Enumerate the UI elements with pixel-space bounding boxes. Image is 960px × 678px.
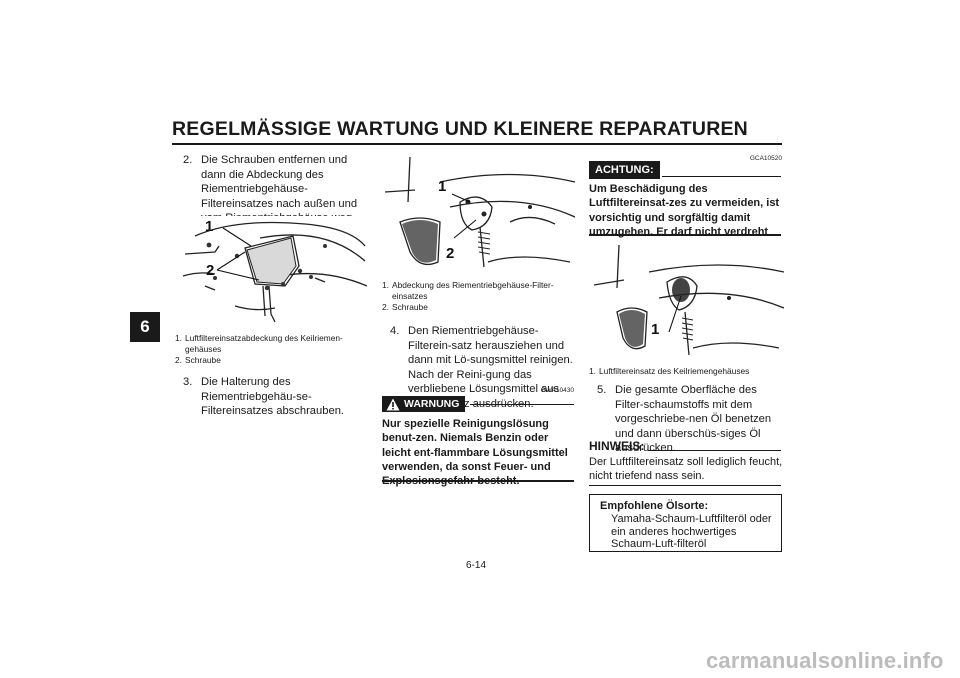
note-rule	[648, 450, 781, 451]
caption-text: Schraube	[392, 302, 428, 312]
warning-rule	[470, 404, 574, 405]
warning-text: Nur spezielle Reinigungslösung benut-zen…	[382, 418, 568, 487]
photo-label-2: 2	[206, 262, 215, 279]
caution-end-rule	[589, 234, 781, 236]
caption-item: 1. Luftfiltereinsatz des Keilriemengehäu…	[589, 366, 783, 377]
caption-text: Luftfiltereinsatzabdeckung des Keilrieme…	[185, 333, 343, 354]
note-text: Der Luftfiltereinsatz soll lediglich feu…	[589, 456, 783, 482]
caption-photo-1: 1. Luftfiltereinsatzabdeckung des Keilri…	[175, 333, 365, 366]
photo-label-1: 1	[651, 321, 660, 338]
illustration-filter-element	[593, 244, 784, 356]
step-4: 4. Den Riementriebgehäuse-Filterein-satz…	[390, 324, 576, 411]
note-end-rule	[589, 485, 781, 486]
photo-label-2: 2	[446, 245, 455, 262]
caption-text: Schraube	[185, 355, 221, 365]
caption-item: 2. Schraube	[175, 355, 365, 366]
step-3: 3. Die Halterung des Riementriebgehäu-se…	[183, 375, 368, 419]
step-number: 4.	[390, 325, 400, 337]
photo-label-1: 1	[205, 218, 214, 235]
step-5: 5. Die gesamte Oberfläche des Filter-sch…	[597, 383, 784, 456]
step-text: Die gesamte Oberfläche des Filter-schaum…	[615, 384, 772, 454]
caption-number: 1.	[175, 333, 182, 343]
step-number: 3.	[183, 376, 193, 388]
step-text: Den Riementriebgehäuse-Filterein-satz he…	[408, 325, 573, 410]
note-label: HINWEIS:	[589, 439, 645, 453]
warning-code: GWA10430	[540, 387, 574, 394]
caption-photo-3: 1. Luftfiltereinsatz des Keilriemengehäu…	[589, 366, 783, 377]
warning-badge: WARNUNG	[382, 396, 466, 412]
title-rule	[172, 143, 782, 145]
step-number: 5.	[597, 384, 607, 396]
step-number: 2.	[183, 154, 193, 166]
caption-number: 2.	[175, 355, 182, 365]
illustration-filter-screw	[384, 156, 575, 268]
caption-number: 1.	[382, 280, 389, 290]
watermark: carmanualsonline.info	[706, 648, 944, 673]
oil-box-text: Yamaha-Schaum-Luftfilteröl oder ein ande…	[611, 513, 772, 550]
caption-item: 2. Schraube	[382, 302, 575, 313]
caption-text: Abdeckung des Riementriebgehäuse-Filter-…	[392, 280, 554, 301]
warning-end-rule	[382, 480, 574, 482]
caption-text: Luftfiltereinsatz des Keilriemengehäuses	[599, 366, 750, 376]
chapter-tab: 6	[130, 312, 160, 342]
caption-number: 1.	[589, 366, 596, 376]
warning-triangle-icon	[386, 398, 400, 410]
photo-filter-element	[589, 240, 784, 362]
caution-code: GCA10520	[749, 155, 782, 162]
photo-label-1: 1	[438, 178, 447, 195]
illustration-filter-cover	[182, 221, 367, 323]
photo-filter-cover	[175, 216, 367, 328]
page-title: REGELMÄSSIGE WARTUNG UND KLEINERE REPARA…	[172, 118, 748, 140]
caption-item: 1. Abdeckung des Riementriebgehäuse-Filt…	[382, 280, 575, 302]
photo-filter-screw	[380, 152, 575, 277]
page-number: 6-14	[466, 560, 487, 571]
warning-label: WARNUNG	[404, 398, 460, 410]
caption-photo-2: 1. Abdeckung des Riementriebgehäuse-Filt…	[382, 280, 575, 313]
caption-number: 2.	[382, 302, 389, 312]
caption-item: 1. Luftfiltereinsatzabdeckung des Keilri…	[175, 333, 365, 355]
caution-rule	[662, 176, 781, 177]
step-text: Die Halterung des Riementriebgehäu-se-Fi…	[201, 376, 345, 417]
caution-badge: ACHTUNG:	[589, 161, 660, 179]
oil-box-title: Empfohlene Ölsorte:	[600, 500, 709, 512]
recommended-oil-box: Empfohlene Ölsorte: Yamaha-Schaum-Luftfi…	[589, 494, 782, 552]
